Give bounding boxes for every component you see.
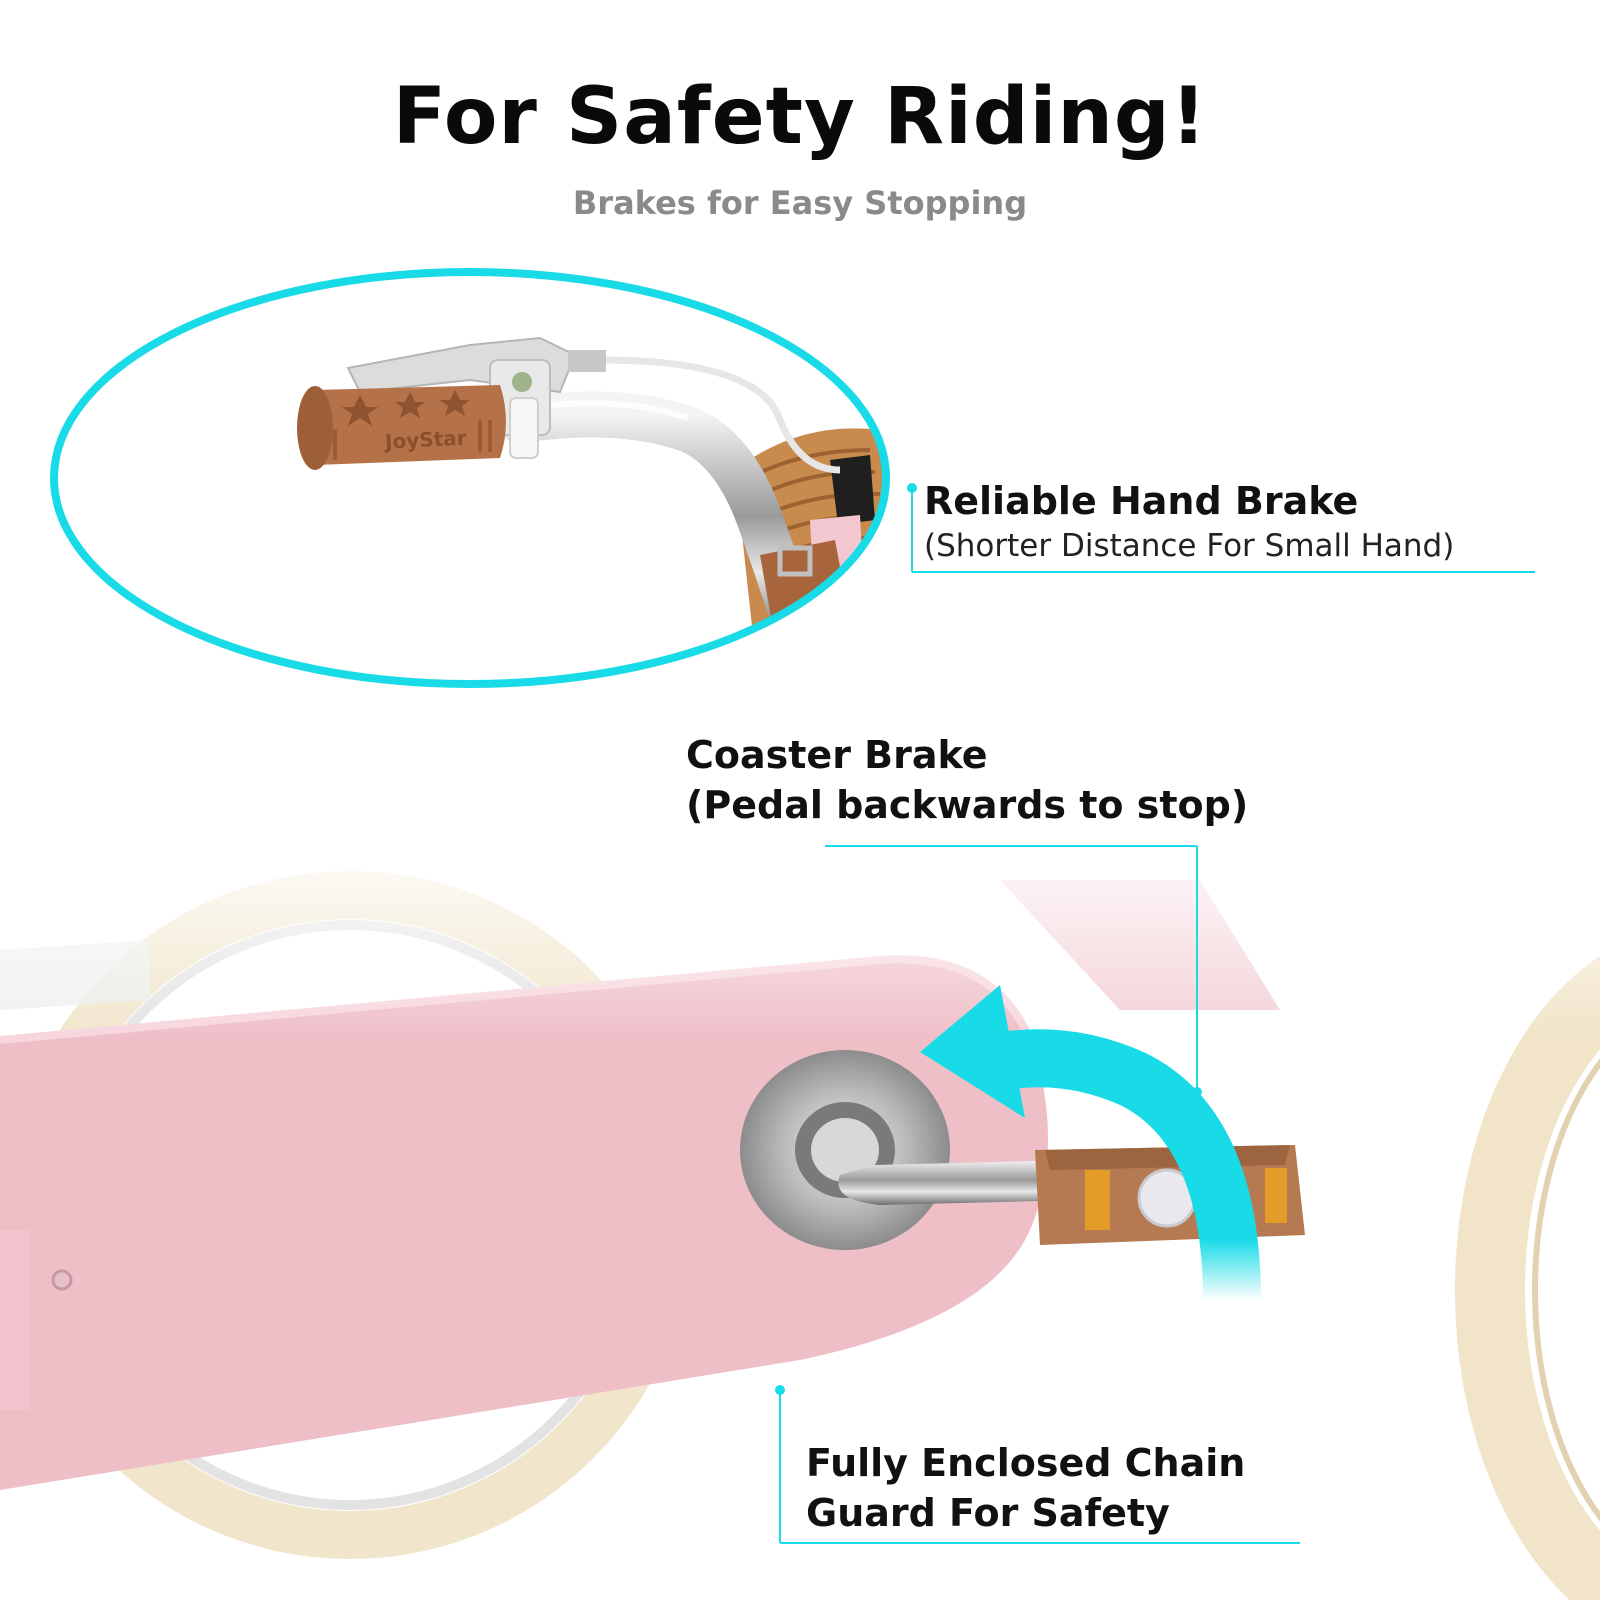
crank-arm: [838, 1160, 1080, 1205]
page-subtitle: Brakes for Easy Stopping: [572, 184, 1028, 222]
pedal: [1035, 1145, 1305, 1245]
brake-cable: [599, 356, 841, 474]
hand-brake-leader: [907, 483, 1535, 573]
coaster-brake-line2: (Pedal backwards to stop): [686, 783, 1249, 827]
chain-guard-callout: Fully Enclosed Chain Guard For Safety: [806, 1438, 1245, 1538]
chain-guard-leader: [775, 1385, 1300, 1544]
page-title: For Safety Riding!: [392, 72, 1208, 162]
hand-brake-title: Reliable Hand Brake: [924, 479, 1359, 523]
brown-grip: [297, 385, 506, 470]
front-tire: [1455, 956, 1600, 1600]
hand-brake-zoom: [50, 268, 890, 688]
zoom-ellipse-outline: [50, 268, 890, 688]
bike-crank-area: [0, 820, 1600, 1600]
coaster-brake-line1: Coaster Brake: [686, 733, 988, 777]
coaster-brake-leader: [825, 845, 1202, 1097]
grip-brand-text: JoyStar: [382, 426, 467, 454]
chain-guard-line2: Guard For Safety: [806, 1491, 1170, 1535]
leather-strap: [760, 540, 850, 640]
hand-brake-note: (Shorter Distance For Small Hand): [924, 528, 1455, 564]
hand-brake-callout: Reliable Hand Brake (Shorter Distance Fo…: [924, 476, 1454, 566]
chain-guard-line1: Fully Enclosed Chain: [806, 1441, 1246, 1485]
backpedal-arrow: [920, 985, 1261, 1301]
coaster-brake-callout: Coaster Brake (Pedal backwards to stop): [686, 730, 1248, 830]
